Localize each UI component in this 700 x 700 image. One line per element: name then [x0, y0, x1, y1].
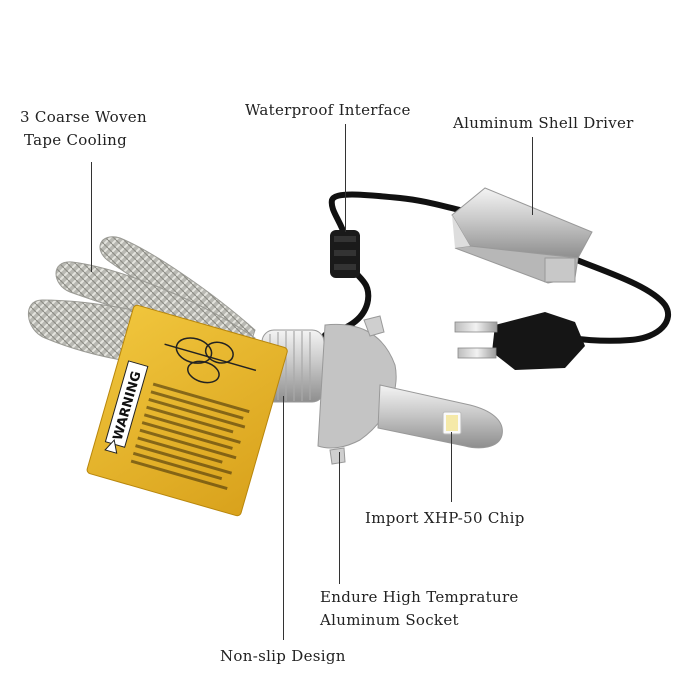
label-chip: Import XHP-50 Chip: [365, 509, 525, 527]
socket-leader: [339, 452, 340, 584]
nonslip-leader: [283, 396, 284, 640]
h4-plug: [454, 312, 585, 370]
label-cooling-line2: Tape Cooling: [24, 130, 128, 149]
label-cooling-line1: 3 Coarse Woven: [20, 108, 147, 126]
warning-card: WARNING: [86, 304, 288, 517]
waterproof-connector: [330, 230, 360, 278]
bulb: [261, 315, 503, 465]
cooling-leader: [91, 162, 92, 272]
label-socket: Endure High Temprature Aluminum Socket: [320, 586, 519, 631]
label-waterproof: Waterproof Interface: [245, 101, 411, 119]
label-nonslip: Non-slip Design: [220, 647, 346, 665]
label-cooling: 3 Coarse Woven Tape Cooling: [20, 106, 147, 151]
driver-box: [451, 187, 593, 284]
driver-leader: [532, 137, 533, 215]
waterproof-leader: [345, 124, 346, 232]
label-driver: Aluminum Shell Driver: [453, 114, 634, 132]
label-socket-line1: Endure High Temprature: [320, 588, 519, 606]
label-socket-line2: Aluminum Socket: [320, 610, 459, 629]
chip-leader: [451, 432, 452, 502]
